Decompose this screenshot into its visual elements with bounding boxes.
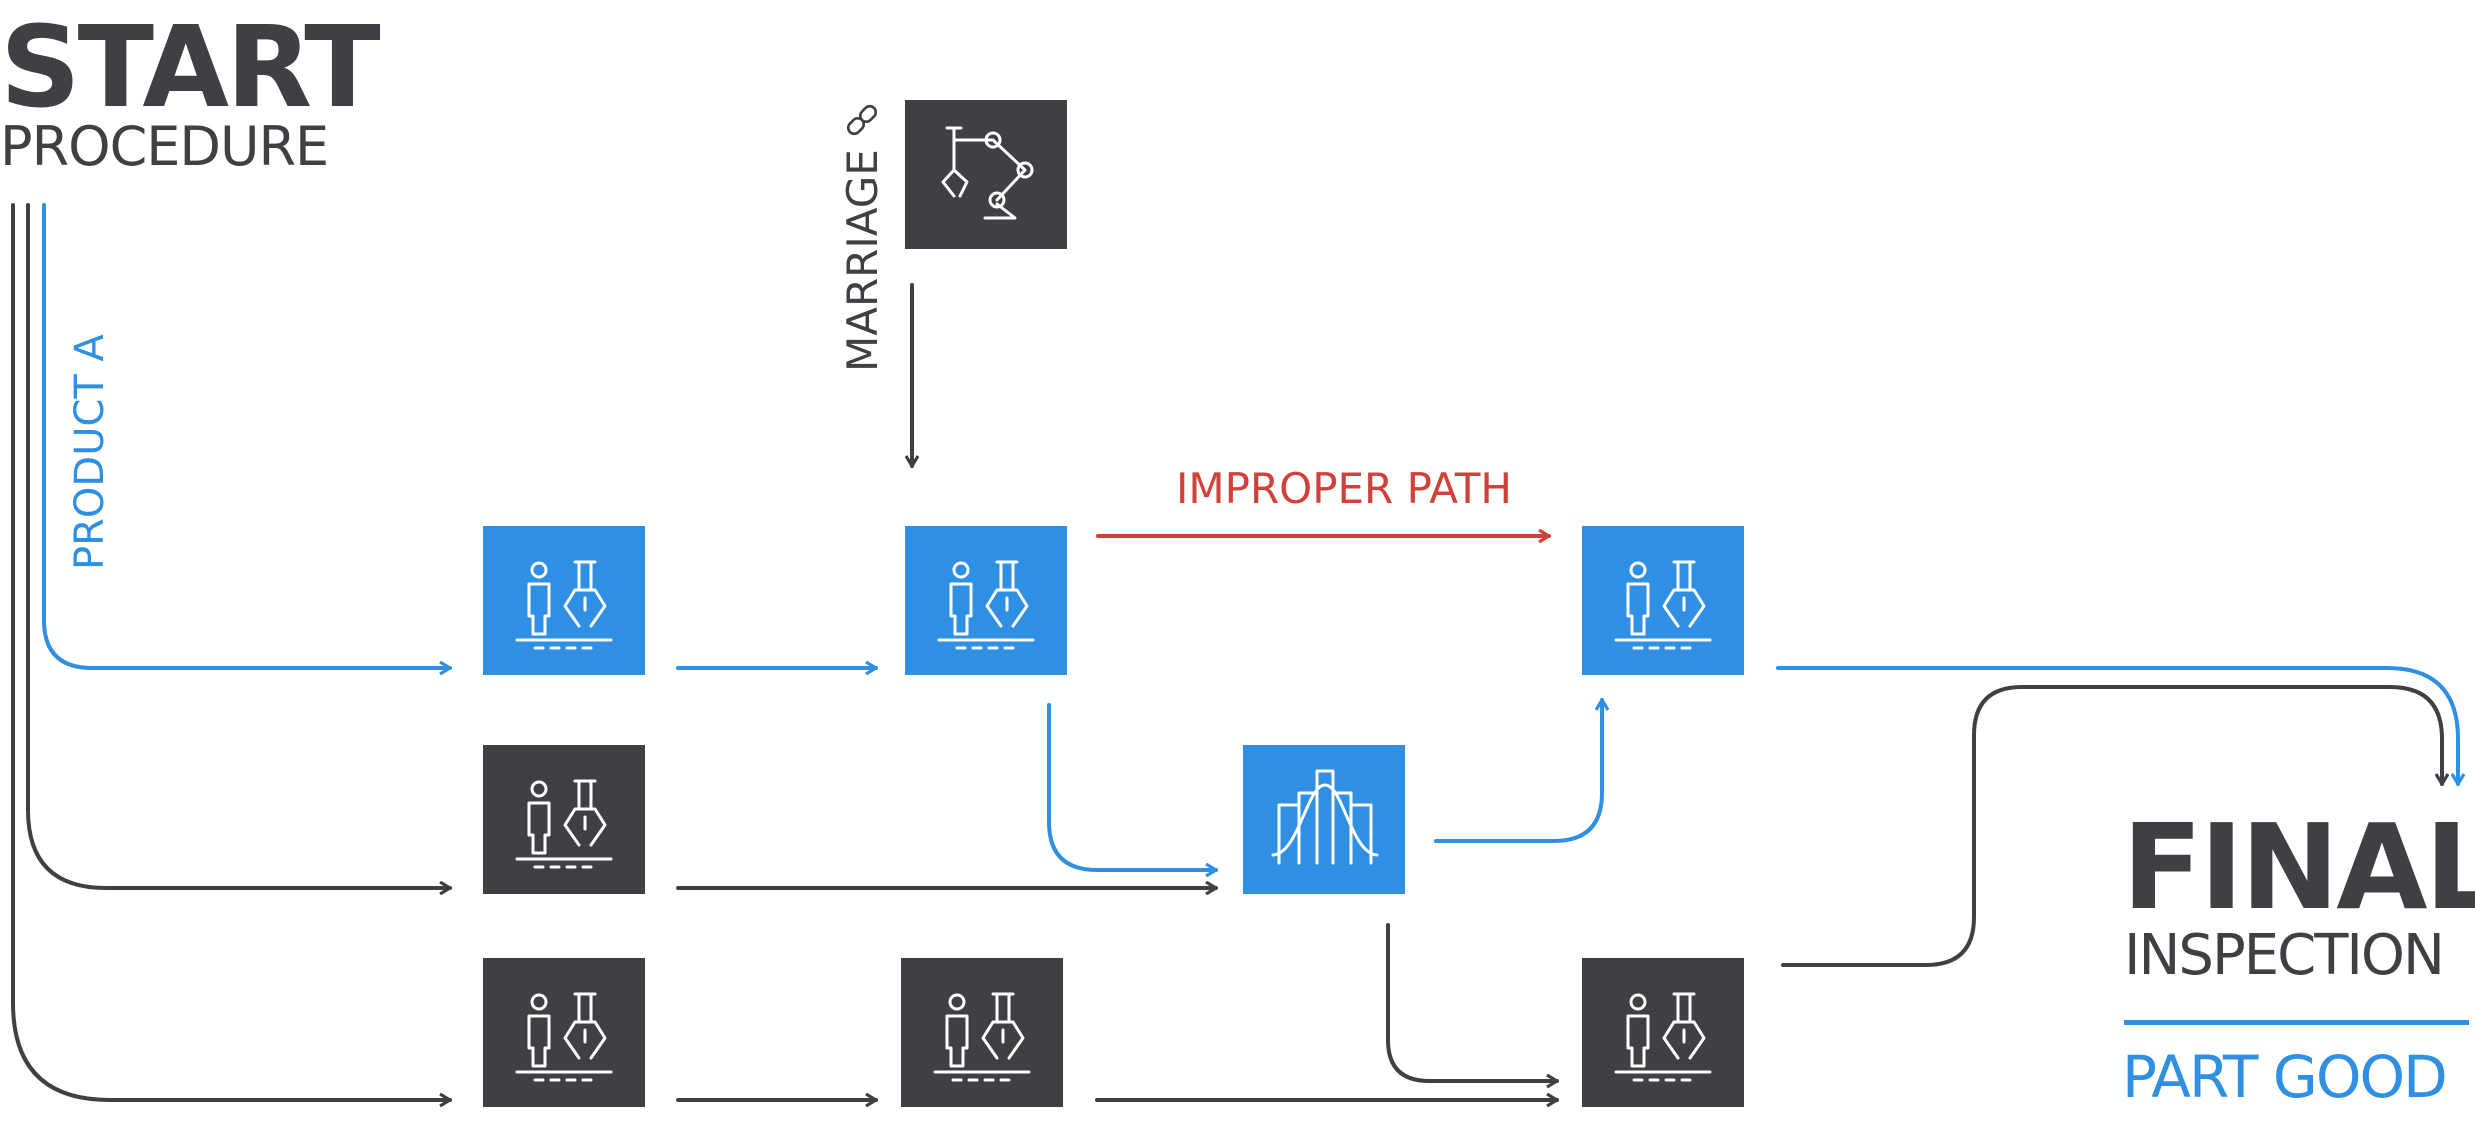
connector-center-to-r1c3 [1434,698,1602,843]
station-row2-col1 [483,745,645,894]
connector-r3c3-to-final [1781,685,2442,967]
connector-start-to-row1 [42,203,452,668]
part-good-label: PART GOOD [2122,1043,2448,1111]
start-title: START [0,3,381,133]
human-robot-workstation-icon [937,560,1035,650]
quality-chart-icon [1271,769,1379,865]
connector-center-to-r3c3 [1386,923,1559,1081]
robot-arm-icon [941,126,1034,220]
station-row3-col2 [901,958,1063,1107]
improper-path-label: IMPROPER PATH [1176,464,1512,513]
connector-r1c3-to-final [1776,666,2458,786]
marriage-label: MARRIAGE [838,149,887,372]
station-row1-col1 [483,526,645,675]
product-a-label: PRODUCT A [67,334,113,570]
final-title: FINAL [2122,798,2475,936]
quality-check-station [1243,745,1405,894]
connector-start-to-row2 [26,203,452,888]
final-divider [2124,1020,2469,1025]
station-row3-col3 [1582,958,1744,1107]
connector-r1c2-to-center [1047,703,1218,870]
connector-start-to-row3 [11,203,452,1100]
human-robot-workstation-icon [515,560,613,650]
human-robot-workstation-icon [515,779,613,869]
station-row3-col1 [483,958,645,1107]
final-subtitle: INSPECTION [2124,923,2445,988]
station-row1-col2 [905,526,1067,675]
station-row1-col3 [1582,526,1744,675]
human-robot-workstation-icon [933,992,1031,1082]
human-robot-workstation-icon [1614,560,1712,650]
start-subtitle: PROCEDURE [0,115,329,178]
robot-arm-station [905,100,1067,249]
link-icon [842,100,882,140]
human-robot-workstation-icon [515,992,613,1082]
human-robot-workstation-icon [1614,992,1712,1082]
